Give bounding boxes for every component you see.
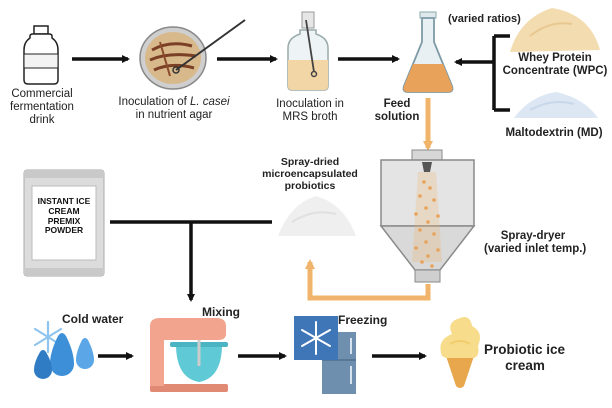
feed-solution-line-2: solution — [374, 111, 420, 124]
premix-line-1: INSTANT ICE — [37, 196, 91, 206]
drink-label: Commercial fermentation drink — [4, 88, 80, 128]
wpc-label-line-1: Whey Protein — [518, 52, 592, 64]
mixing-label: Mixing — [202, 305, 240, 319]
inoculation-agar-label: Inoculation of L. casei in nutrient agar — [104, 96, 244, 122]
probiotic-ice-cream-line-2: cream — [505, 357, 545, 373]
inoculation-mrs-label-line-1: Inoculation in — [276, 98, 344, 110]
premix-bag-label: INSTANT ICE CREAM PREMIX POWDER — [32, 196, 96, 236]
l-casei-text: L. casei — [189, 96, 230, 108]
drink-label-line-1: Commercial — [11, 88, 73, 100]
mixer-icon — [150, 318, 228, 392]
inoculation-mrs-label-line-2: MRS broth — [282, 111, 338, 124]
probiotic-ice-cream-line-1: Probiotic ice — [484, 342, 566, 357]
spray-dried-line-1: Spray-dried — [280, 156, 340, 168]
varied-ratios-label: (varied ratios) — [448, 13, 521, 25]
cold-water-icon — [33, 320, 94, 379]
spray-dried-line-3: probiotics — [284, 180, 336, 193]
cold-water-label: Cold water — [62, 312, 124, 326]
spray-dried-probiotics-label: Spray-dried microencapsulated probiotics — [250, 156, 370, 192]
petri-dish-icon — [139, 19, 246, 90]
premix-line-2: CREAM — [48, 205, 80, 216]
wpc-md-bracket — [454, 34, 510, 112]
feed-solution-label: Feed solution — [372, 98, 422, 124]
wpc-powder-icon — [510, 8, 600, 52]
wpc-label: Whey Protein Concentrate (WPC) — [500, 52, 610, 78]
freezing-label: Freezing — [338, 313, 388, 327]
feed-solution-flask-icon — [402, 11, 454, 93]
spray-dryer-line-1: Spray-dryer — [500, 230, 566, 242]
spray-dryer-icon — [379, 149, 476, 283]
spray-dried-line-2: microencapsulated — [262, 168, 358, 181]
inoculation-agar-label-line-2: in nutrient agar — [135, 109, 213, 122]
feed-solution-line-1: Feed — [383, 98, 411, 110]
mrs-broth-bottle-icon — [287, 11, 329, 91]
spray-dryer-label: Spray-dryer (varied inlet temp.) — [484, 230, 604, 256]
premix-line-3: PREMIX — [47, 215, 81, 226]
ice-cream-cone-icon — [440, 317, 480, 388]
fermentation-drink-bottle-icon — [23, 25, 59, 85]
inoculation-agar-label-line-1: Inoculation of L. casei — [104, 96, 244, 109]
inoculation-mrs-label: Inoculation in MRS broth — [262, 98, 358, 124]
probiotic-ice-cream-label: Probiotic ice cream — [484, 342, 594, 373]
probiotic-powder-icon — [278, 196, 356, 236]
inoculation-agar-prefix: Inoculation of — [118, 96, 190, 108]
maltodextrin-label: Maltodextrin (MD) — [505, 127, 603, 139]
wpc-label-line-2: Concentrate (WPC) — [502, 65, 608, 78]
spray-dryer-line-2: (varied inlet temp.) — [484, 243, 587, 256]
drink-label-line-2: fermentation — [10, 101, 74, 114]
drink-label-line-3: drink — [29, 114, 55, 127]
arrow-dryer-to-powder — [305, 259, 431, 301]
premix-line-4: POWDER — [44, 225, 84, 236]
premix-bag-icon — [23, 169, 105, 277]
freezer-icon — [294, 316, 356, 394]
maltodextrin-powder-icon — [514, 92, 598, 118]
